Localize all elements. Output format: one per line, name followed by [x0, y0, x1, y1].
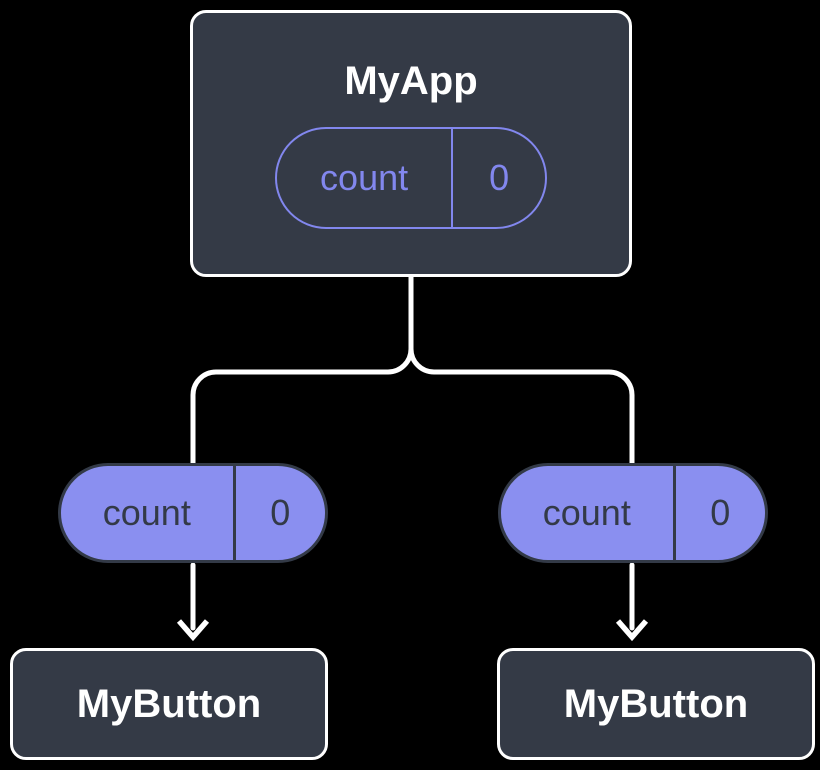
child-component-title: MyButton — [76, 682, 262, 726]
child-component-title: MyButton — [563, 682, 749, 726]
root-component-title: MyApp — [344, 59, 478, 103]
state-name: count — [320, 157, 409, 198]
prop-value: 0 — [672, 466, 765, 560]
child-component-node-right: MyButton — [497, 648, 815, 760]
connector-fork-right — [408, 346, 635, 466]
state-value: 0 — [451, 129, 545, 227]
arrow-down-icon-right — [615, 619, 649, 642]
connector-fork-left — [190, 346, 414, 466]
root-component-node: MyApp count 0 — [190, 10, 632, 277]
prop-name: count — [102, 492, 191, 533]
root-state-pill: count 0 — [275, 127, 547, 229]
child-component-node-left: MyButton — [10, 648, 328, 760]
prop-name: count — [542, 492, 631, 533]
prop-value: 0 — [232, 466, 325, 560]
prop-pill-left: count 0 — [58, 463, 328, 563]
prop-pill-right: count 0 — [498, 463, 768, 563]
arrow-down-icon-left — [176, 619, 210, 642]
